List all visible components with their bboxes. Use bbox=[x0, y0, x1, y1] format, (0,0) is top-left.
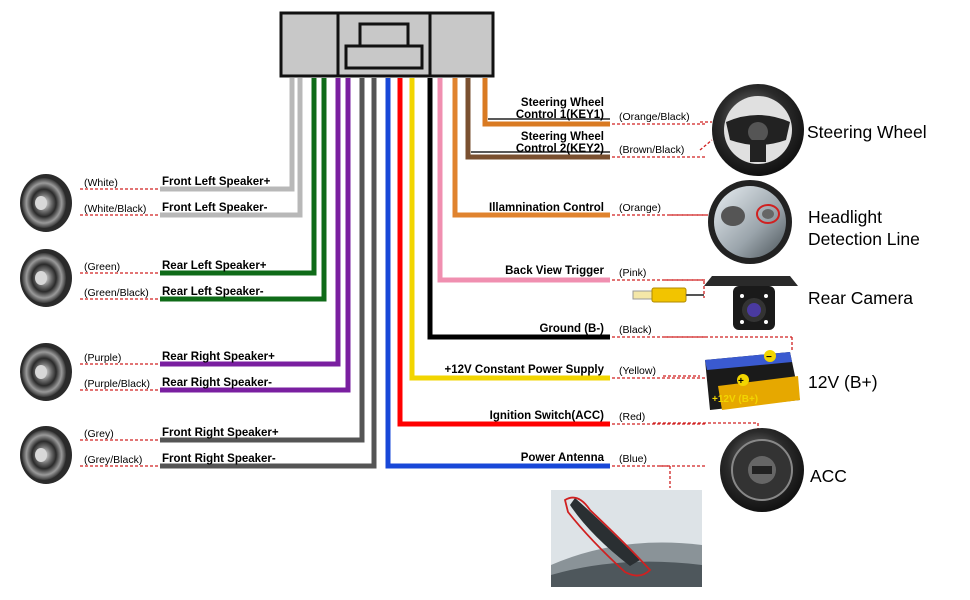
right-wire-label-3-0: Back View Trigger bbox=[505, 265, 604, 277]
speaker-dome-1 bbox=[35, 271, 47, 285]
right-wire-label-4-0: Ground (B-) bbox=[539, 323, 604, 335]
headlight-label-line2: Detection Line bbox=[808, 229, 920, 249]
left-wire-label-0: Front Left Speaker+ bbox=[162, 176, 271, 188]
svg-text:−: − bbox=[766, 352, 772, 363]
battery-terminal-label: +12V (B+) bbox=[712, 394, 758, 405]
left-wire-label-4: Rear Right Speaker+ bbox=[162, 351, 275, 363]
left-wire-color-5: (Purple/Black) bbox=[84, 378, 150, 390]
speaker-icon bbox=[20, 343, 72, 401]
right-wire-3 bbox=[437, 78, 610, 283]
left-wire-color-7: (Grey/Black) bbox=[84, 454, 142, 466]
left-wire-color-4: (Purple) bbox=[84, 352, 121, 364]
steering-wheel-label: Steering Wheel bbox=[807, 122, 927, 142]
speaker-icon bbox=[20, 426, 72, 484]
left-wire-3 bbox=[160, 78, 327, 302]
left-wire-label-5: Rear Right Speaker- bbox=[162, 377, 272, 389]
acc-key-icon bbox=[720, 428, 804, 512]
rear-camera-icon bbox=[632, 276, 798, 330]
left-wire-color-0: (White) bbox=[84, 177, 118, 189]
right-wire-label-0-0: Steering Wheel bbox=[521, 97, 604, 109]
right-wire-label-0-1: Control 1(KEY1) bbox=[516, 109, 604, 121]
acc-label: ACC bbox=[810, 466, 847, 486]
speaker-group bbox=[20, 174, 72, 484]
speaker-dome-3 bbox=[35, 448, 47, 462]
left-wire-7 bbox=[160, 78, 377, 469]
right-wire-1 bbox=[465, 78, 610, 160]
left-wire-5 bbox=[160, 78, 351, 393]
left-wire-color-3: (Green/Black) bbox=[84, 287, 149, 299]
left-wire-group: (White) Front Left Speaker+ (White/Black) F… bbox=[80, 78, 377, 469]
speaker-icon bbox=[20, 249, 72, 307]
harness-connector bbox=[279, 11, 495, 78]
left-wire-label-2: Rear Left Speaker+ bbox=[162, 260, 267, 272]
right-wire-label-1-0: Steering Wheel bbox=[521, 131, 604, 143]
right-wire-label-1-1: Control 2(KEY2) bbox=[516, 143, 604, 155]
right-wire-color-3: (Pink) bbox=[619, 267, 646, 279]
right-wire-5 bbox=[409, 78, 610, 381]
headlight-label-line1: Headlight bbox=[808, 207, 882, 227]
right-wire-7 bbox=[385, 78, 610, 469]
speaker-icon bbox=[20, 174, 72, 232]
right-wire-0 bbox=[482, 78, 610, 127]
antenna-photo bbox=[551, 490, 702, 587]
left-wire-label-1: Front Left Speaker- bbox=[162, 202, 268, 214]
right-wire-2 bbox=[452, 78, 610, 218]
left-wire-label-7: Front Right Speaker- bbox=[162, 453, 276, 465]
left-wire-6 bbox=[160, 78, 365, 443]
left-wire-label-3: Rear Left Speaker- bbox=[162, 286, 264, 298]
right-wire-4 bbox=[427, 78, 610, 340]
left-wire-1 bbox=[160, 78, 303, 218]
right-wire-6 bbox=[397, 78, 610, 427]
right-wire-color-1: (Brown/Black) bbox=[619, 144, 684, 156]
right-wire-label-2-0: Illamnination Control bbox=[489, 202, 604, 214]
battery-icon: + − +12V (B+) bbox=[705, 350, 800, 410]
left-wire-4 bbox=[160, 78, 341, 367]
headlight-icon bbox=[708, 180, 792, 264]
right-wire-color-7: (Blue) bbox=[619, 453, 647, 465]
svg-text:+: + bbox=[738, 376, 744, 387]
left-wire-color-1: (White/Black) bbox=[84, 203, 146, 215]
left-wire-label-6: Front Right Speaker+ bbox=[162, 427, 279, 439]
right-wire-color-0: (Orange/Black) bbox=[619, 111, 690, 123]
right-wire-color-4: (Black) bbox=[619, 324, 652, 336]
battery-label: 12V (B+) bbox=[808, 372, 878, 392]
left-wire-color-6: (Grey) bbox=[84, 428, 114, 440]
steering-wheel-icon bbox=[712, 84, 804, 176]
speaker-dome-0 bbox=[35, 196, 47, 210]
right-wire-color-6: (Red) bbox=[619, 411, 645, 423]
left-wire-2 bbox=[160, 78, 317, 276]
right-wire-color-5: (Yellow) bbox=[619, 365, 656, 377]
right-wire-color-2: (Orange) bbox=[619, 202, 661, 214]
rear-camera-label: Rear Camera bbox=[808, 288, 913, 308]
speaker-dome-2 bbox=[35, 365, 47, 379]
left-wire-color-2: (Green) bbox=[84, 261, 120, 273]
right-wire-label-6-0: Ignition Switch(ACC) bbox=[490, 410, 605, 422]
device-leaders bbox=[653, 121, 793, 488]
right-wire-label-7-0: Power Antenna bbox=[521, 452, 605, 464]
left-wire-0 bbox=[160, 78, 295, 192]
right-wire-label-5-0: +12V Constant Power Supply bbox=[445, 364, 605, 376]
